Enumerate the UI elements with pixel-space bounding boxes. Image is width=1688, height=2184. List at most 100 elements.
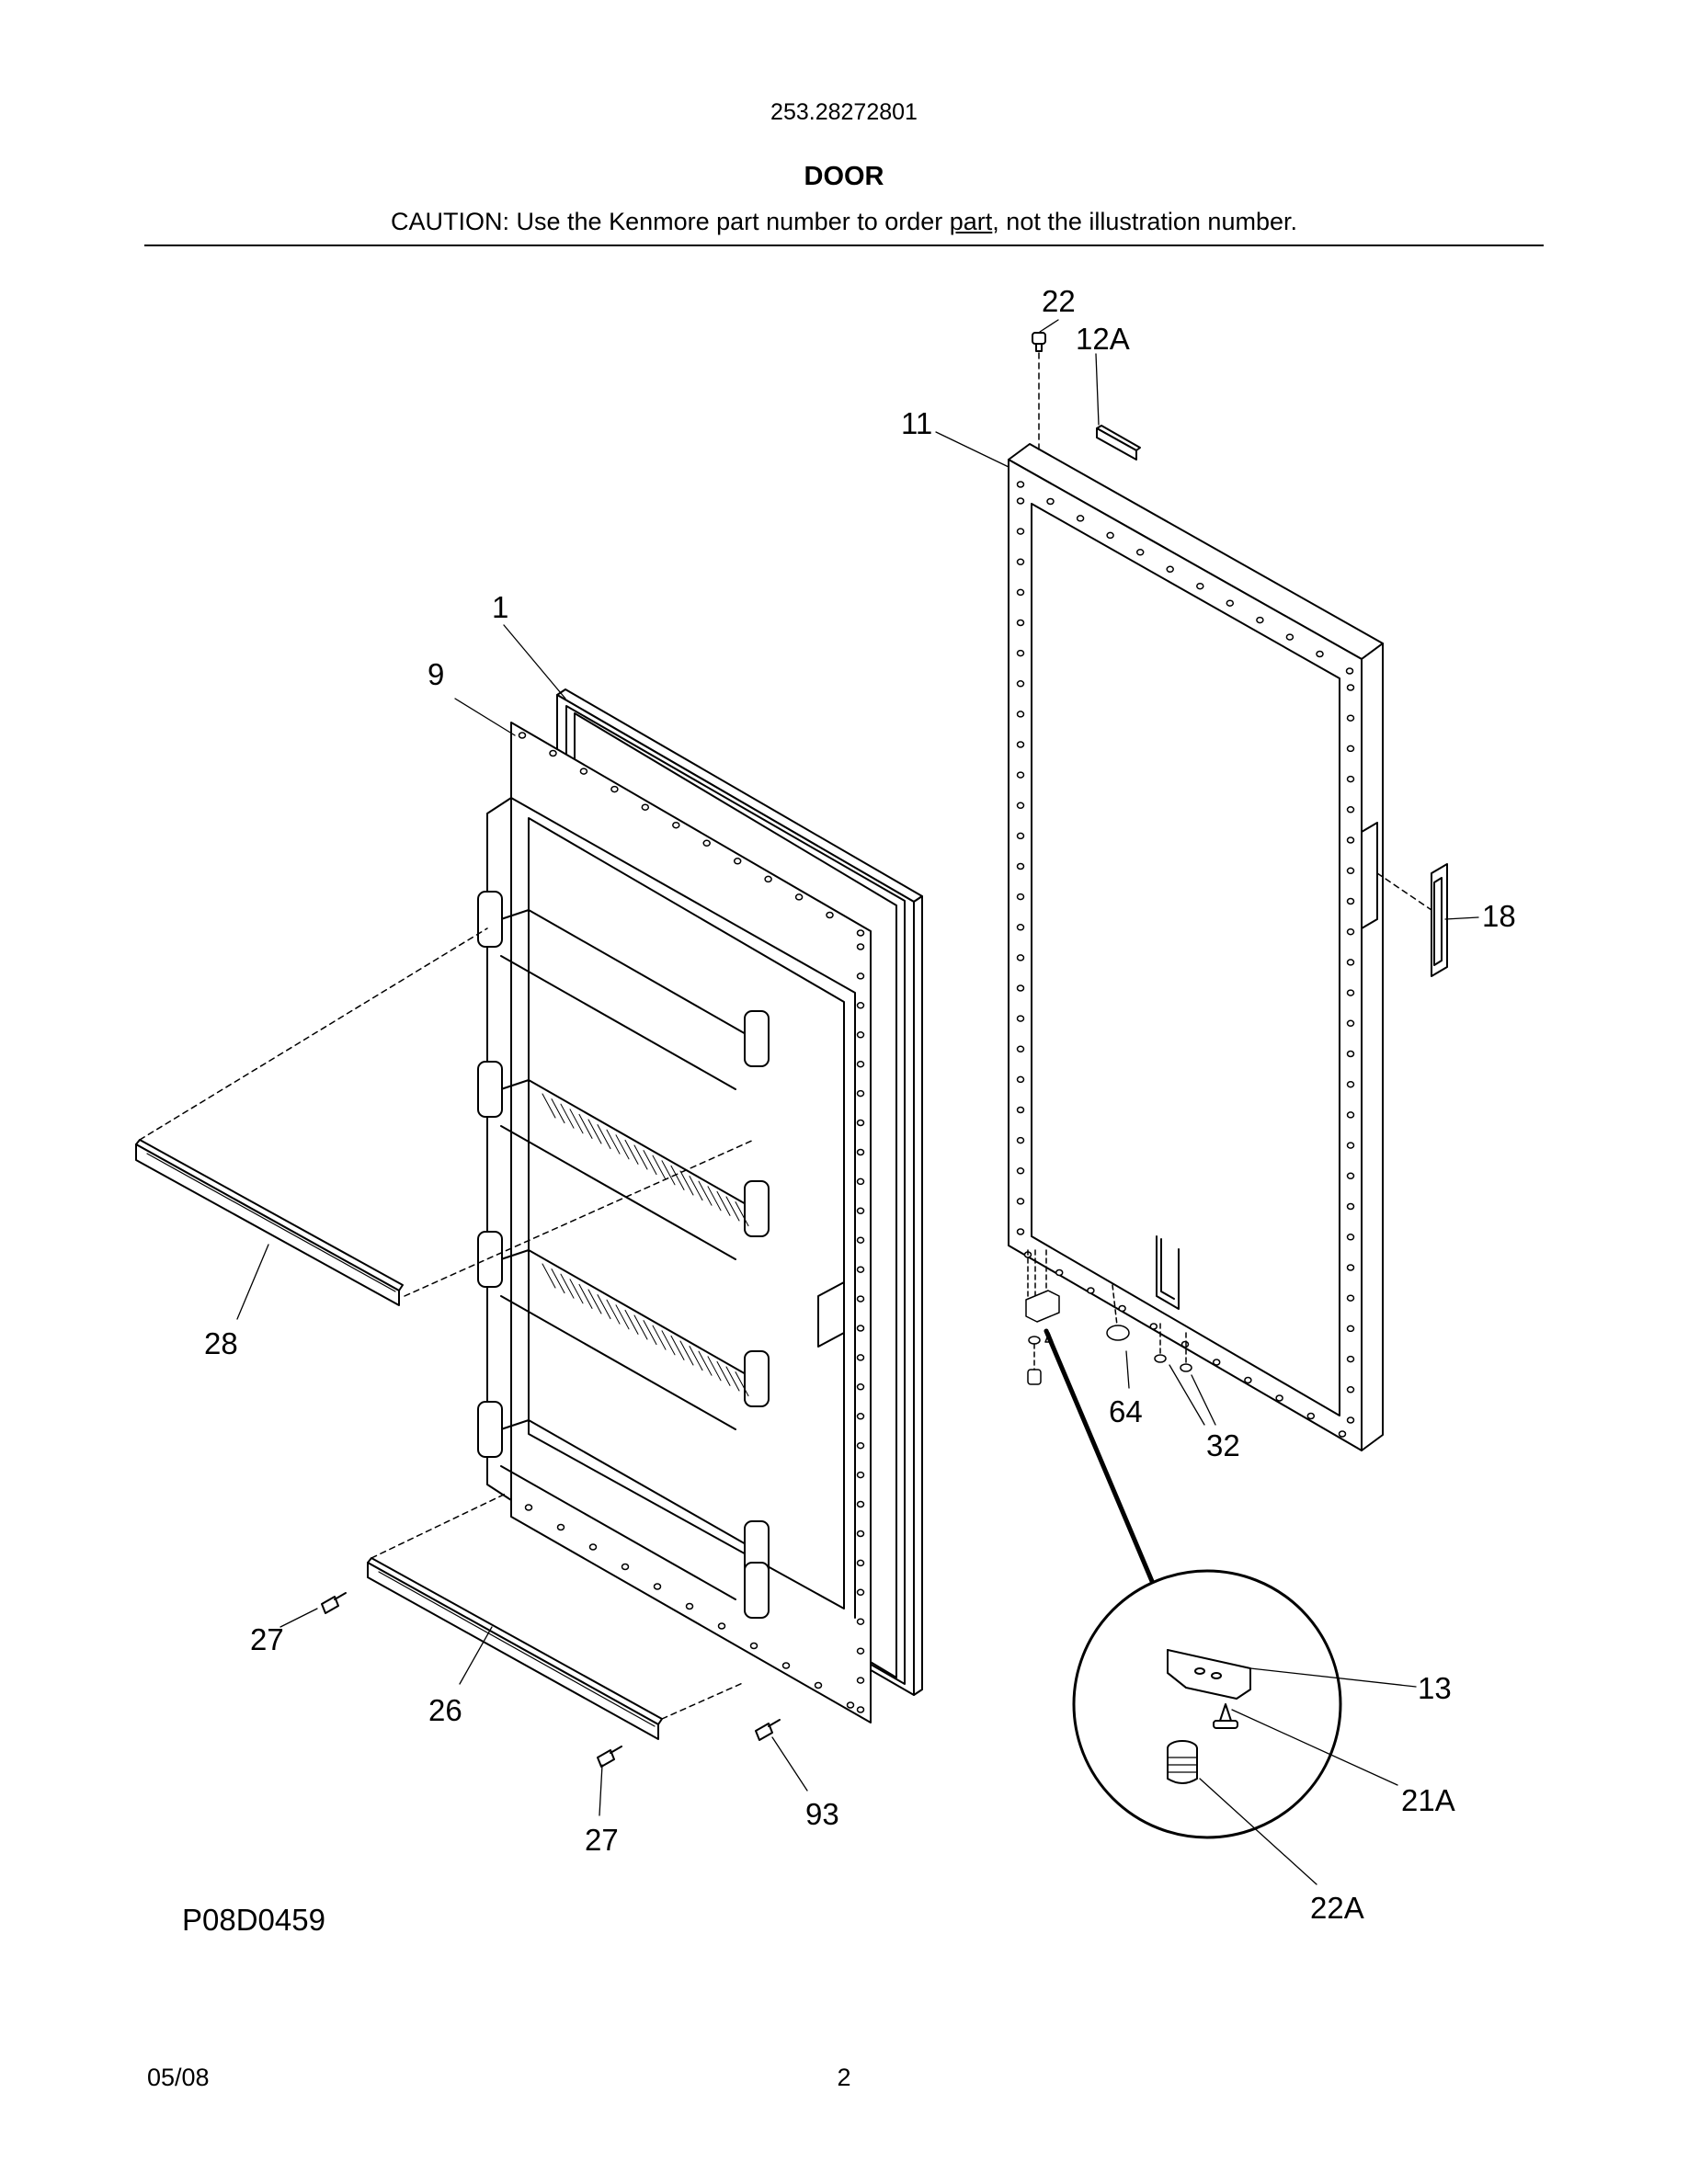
shelf-rib (578, 1283, 593, 1309)
shelf-rib (707, 1356, 722, 1382)
bolt-hole (621, 1563, 630, 1571)
shelf-post-right (744, 1350, 770, 1407)
shelf-rib (661, 1160, 676, 1186)
shelf-post-left (477, 1061, 503, 1118)
callout-27-bottom: 27 (585, 1823, 619, 1857)
label-strip-12a (1096, 425, 1141, 461)
shelf-rib (606, 1129, 621, 1155)
bolt-hole (1338, 1430, 1347, 1438)
shelf-front (500, 955, 736, 1090)
bolt-hole (1212, 1359, 1221, 1366)
caution-link: part (949, 208, 993, 235)
shelf-rib (707, 1186, 722, 1211)
page-number: 2 (837, 2064, 851, 2091)
shelf-rib (735, 1371, 749, 1397)
shelf-front (500, 1125, 736, 1260)
shelf-rib (624, 1139, 639, 1165)
bolt-hole (1244, 1376, 1252, 1384)
bolt-hole (1016, 1075, 1025, 1084)
bolt-hole (1016, 588, 1025, 597)
shelf-rib (633, 1144, 648, 1170)
shelf-rib (725, 1366, 740, 1392)
bolt-hole (1016, 481, 1025, 488)
bolt-hole (749, 1642, 758, 1650)
bolt-hole (1346, 959, 1355, 966)
bolt-hole (1016, 862, 1025, 870)
shelf-rib (735, 1201, 749, 1227)
bolt-hole (1087, 1287, 1095, 1294)
caution-note: CAUTION: Use the Kenmore part number to … (0, 208, 1688, 236)
bolt-hole (1346, 1080, 1355, 1088)
shelf-post-left (477, 1401, 503, 1458)
outer-door-panel (1008, 443, 1384, 1451)
bolt-hole (610, 785, 619, 793)
shelf-front (500, 1465, 736, 1600)
shelf-post-left (477, 891, 503, 948)
bolt-hole (1346, 1355, 1355, 1363)
bolt-hole (1016, 558, 1025, 566)
bolt-hole (856, 1002, 865, 1009)
bolt-hole (1346, 1050, 1355, 1058)
shelf-post-right (744, 1180, 770, 1237)
bolt-hole (1016, 680, 1025, 688)
shelf-rib (551, 1268, 565, 1294)
bolt-hole (856, 1060, 865, 1068)
bolt-hole (1016, 1228, 1025, 1235)
bolt-hole (856, 1119, 865, 1127)
bolt-hole (1346, 775, 1355, 783)
bolt-hole (1346, 1416, 1355, 1424)
bolt-hole (1346, 836, 1355, 844)
bolt-hole (1346, 745, 1355, 753)
shelf-rib (670, 1165, 685, 1190)
page-title: DOOR (804, 162, 884, 191)
caution-suffix: , not the illustration number. (992, 208, 1297, 235)
bolt-hole (856, 1295, 865, 1302)
shelf-rib (679, 1340, 694, 1366)
bolt-hole (856, 1647, 865, 1655)
shelf-rib (661, 1330, 676, 1356)
shelf-rib (689, 1346, 703, 1371)
bolt-hole (856, 1530, 865, 1538)
bolt-hole (1346, 1234, 1355, 1241)
shelf-rib (725, 1196, 740, 1222)
bolt-hole (1256, 616, 1264, 624)
shelf-rib (587, 1289, 602, 1314)
shelf-rib (606, 1299, 621, 1325)
bolt-hole (856, 1236, 865, 1244)
bolt-hole (1016, 528, 1025, 535)
bolt-hole (764, 875, 772, 883)
shelf-rib (597, 1124, 611, 1150)
callout-93: 93 (805, 1797, 839, 1831)
bolt-hole (1016, 1015, 1025, 1022)
bolt-hole (1346, 1172, 1355, 1180)
shelf-rib (679, 1170, 694, 1196)
callout-18: 18 (1482, 899, 1516, 933)
callout-28: 28 (204, 1326, 238, 1360)
shelf-rib (670, 1335, 685, 1360)
model-number: 253.28272801 (770, 99, 918, 125)
shelf-post-right (744, 1010, 770, 1067)
shelf-rib (569, 1279, 584, 1304)
bolt-hole (826, 911, 834, 919)
shelf-rib (633, 1314, 648, 1340)
bolt-hole (1016, 649, 1025, 657)
bolt-hole (1346, 927, 1355, 936)
bolt-hole (1346, 1325, 1355, 1333)
callout-11: 11 (901, 406, 932, 440)
bolt-hole (1135, 549, 1145, 556)
bolt-hole (1055, 1268, 1064, 1277)
shelf-bar-28 (135, 927, 755, 1306)
bolt-hole (1306, 1412, 1316, 1420)
shelf-rib (578, 1113, 593, 1139)
shelf-post-right (744, 1562, 770, 1619)
footer-date: 05/08 (147, 2064, 210, 2091)
bolt-hole (856, 1677, 865, 1684)
bolt-hole (549, 749, 557, 757)
bolt-hole (1285, 633, 1295, 641)
bolt-hole (1016, 1106, 1025, 1114)
shelf-rib (652, 1325, 667, 1350)
shelf-rib (597, 1294, 611, 1320)
shelf-rib (587, 1119, 602, 1144)
bolt-hole (1016, 1045, 1025, 1053)
diagram-code: P08D0459 (182, 1903, 325, 1937)
